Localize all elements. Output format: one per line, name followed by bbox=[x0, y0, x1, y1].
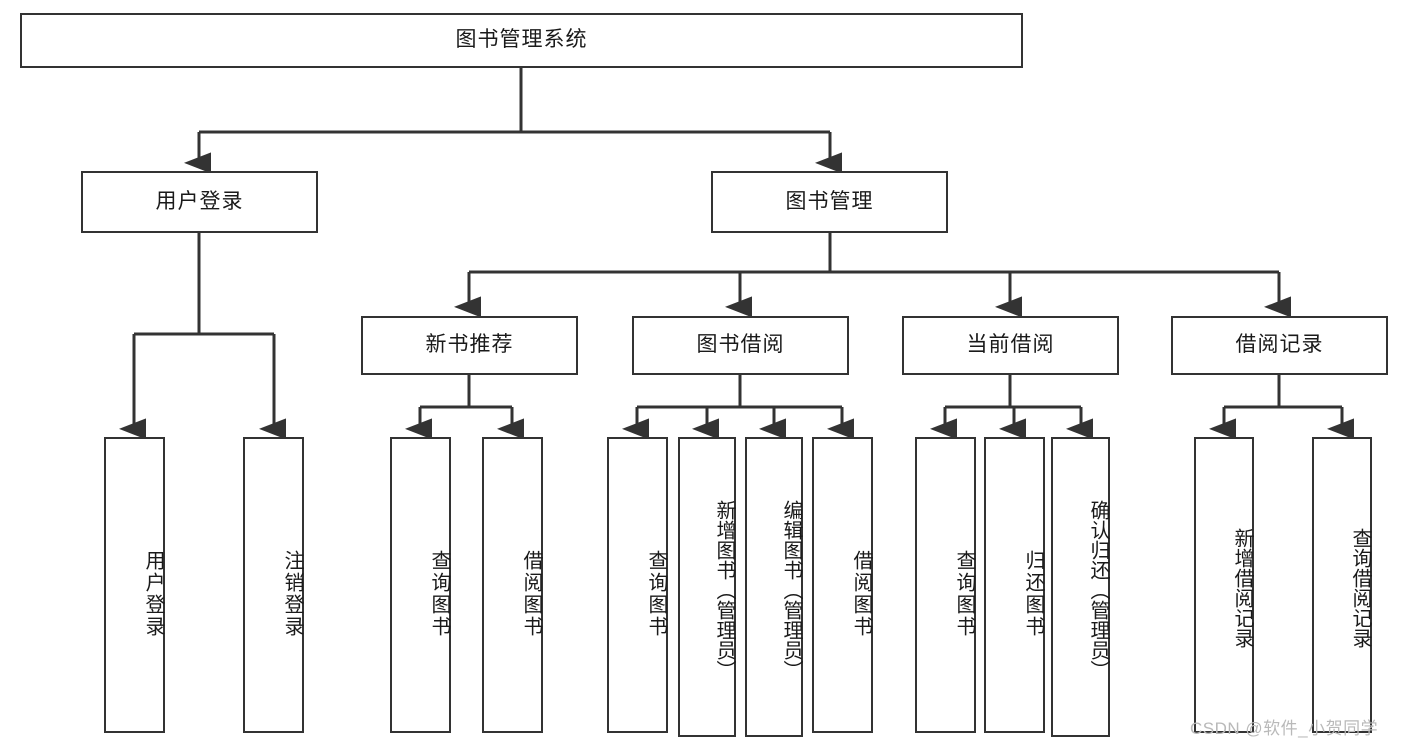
node-book-management[interactable]: 图书管理 bbox=[711, 171, 948, 233]
node-book-borrow[interactable]: 图书借阅 bbox=[632, 316, 849, 375]
leaf-confirm-return-admin[interactable]: 确认归还（管理员） bbox=[1051, 437, 1110, 737]
node-current-borrow[interactable]: 当前借阅 bbox=[902, 316, 1119, 375]
leaf-borrow-book-borrow[interactable]: 借阅图书 bbox=[812, 437, 873, 733]
leaf-query-book-current[interactable]: 查询图书 bbox=[915, 437, 976, 733]
leaf-borrow-book-recommend[interactable]: 借阅图书 bbox=[482, 437, 543, 733]
leaf-user-login[interactable]: 用户登录 bbox=[104, 437, 165, 733]
node-borrow-record[interactable]: 借阅记录 bbox=[1171, 316, 1388, 375]
node-root-book-management-system[interactable]: 图书管理系统 bbox=[20, 13, 1023, 68]
leaf-return-book[interactable]: 归还图书 bbox=[984, 437, 1045, 733]
leaf-query-book-recommend[interactable]: 查询图书 bbox=[390, 437, 451, 733]
leaf-query-borrow-record[interactable]: 查询借阅记录 bbox=[1312, 437, 1372, 733]
node-user-login[interactable]: 用户登录 bbox=[81, 171, 318, 233]
leaf-logout-login[interactable]: 注销登录 bbox=[243, 437, 304, 733]
leaf-edit-book-admin[interactable]: 编辑图书（管理员） bbox=[745, 437, 803, 737]
csdn-watermark: CSDN @软件_小贺同学 bbox=[1190, 719, 1379, 738]
leaf-add-book-admin[interactable]: 新增图书（管理员） bbox=[678, 437, 736, 737]
node-new-book-recommend[interactable]: 新书推荐 bbox=[361, 316, 578, 375]
leaf-add-borrow-record[interactable]: 新增借阅记录 bbox=[1194, 437, 1254, 733]
leaf-query-book-borrow[interactable]: 查询图书 bbox=[607, 437, 668, 733]
